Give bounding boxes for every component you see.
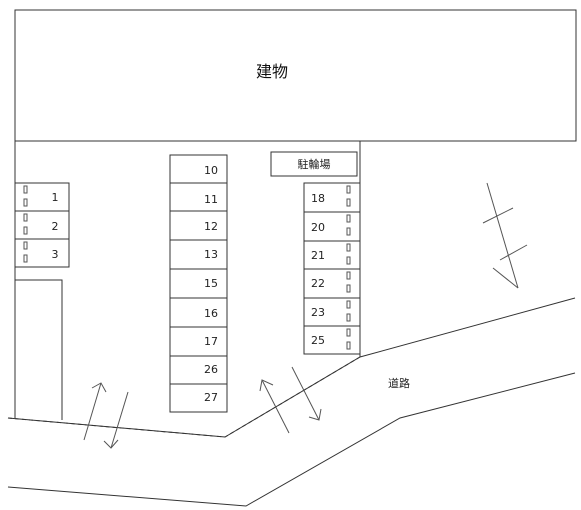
space-number: 22 [311,277,325,290]
road-edge-upper [7,297,576,438]
entrance-arrows-left [83,382,129,449]
space-number: 23 [311,306,325,319]
space-number: 18 [311,192,325,205]
parking-space [169,210,228,241]
space-number: 11 [204,193,218,206]
space-number: 3 [52,248,59,261]
space-number: 17 [204,335,218,348]
parking-space [303,325,361,355]
parking-space [169,383,228,413]
space-number: 26 [204,363,218,376]
left-structure [15,279,63,420]
parking-space [169,182,228,212]
space-number: 13 [204,248,218,261]
parking-space [169,355,228,385]
parking-space [169,268,228,299]
space-number: 16 [204,307,218,320]
left-parking-group: 1 2 3 [14,182,70,268]
space-number: 10 [204,164,218,177]
parking-space [14,238,70,268]
right-parking-group: 18 20 21 22 23 25 [303,182,361,355]
road-label: 道路 [388,376,410,390]
building [14,9,577,142]
bicycle-parking-label: 駐輪場 [298,157,331,171]
space-number: 2 [52,220,59,233]
space-number: 21 [311,249,325,262]
space-number: 12 [204,220,218,233]
parking-space [14,182,70,212]
space-number: 1 [52,191,59,204]
parking-space [169,154,228,184]
space-number: 25 [311,334,325,347]
space-number: 15 [204,277,218,290]
parking-space [14,210,70,240]
parking-space [169,297,228,328]
road-edge-lower [7,372,576,507]
parking-space [169,326,228,357]
building-label: 建物 [256,62,288,81]
entrance-arrows-right [259,366,322,434]
bicycle-parking [270,151,358,177]
north-arrow-icon [482,182,528,289]
parking-space [169,239,228,270]
space-number: 27 [204,391,218,404]
space-number: 20 [311,221,325,234]
center-parking-group: 10 11 12 13 15 16 17 26 27 [169,154,228,413]
